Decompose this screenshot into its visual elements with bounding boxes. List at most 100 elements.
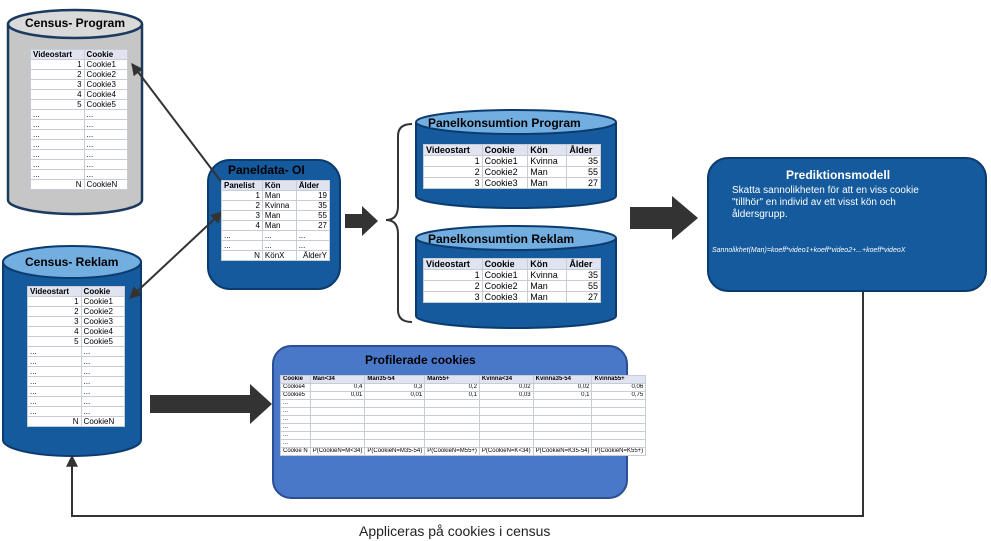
table-cell: ... [27, 386, 82, 397]
census-reklam-title: Census- Reklam [25, 255, 119, 269]
table-cell [309, 431, 366, 440]
table-cell: ÅlderY [295, 250, 331, 261]
table-header-cell: Cookie [80, 286, 126, 297]
table-header-cell: Cookie [481, 258, 529, 270]
table-row: ...... [27, 366, 126, 377]
table-cell [424, 415, 480, 424]
table-cell: ... [280, 431, 311, 440]
table-header-cell: Kvinna55+ [591, 375, 647, 384]
table-cell: Man [527, 177, 568, 189]
table-cell [364, 431, 426, 440]
table-cell: 4 [30, 89, 85, 100]
census-program-title: Census- Program [25, 16, 126, 30]
table-cell: 35 [295, 200, 331, 211]
table-cell [424, 399, 480, 408]
table-row: ...... [27, 346, 126, 357]
table-cell: 0,1 [424, 391, 480, 400]
table-cell: ... [83, 169, 129, 180]
table-cell: Cookie1 [80, 296, 126, 307]
table-cell [591, 415, 647, 424]
table-cell: 35 [566, 269, 601, 281]
table-cell: ... [30, 139, 85, 150]
table-row: ... [280, 415, 647, 424]
table-cell: 3 [27, 316, 82, 327]
table-cell: ... [83, 149, 129, 160]
prediktion-formula: Sannolikhet(Man)=koeff*video1+koeff*vide… [712, 247, 906, 254]
table-cell: 0,2 [424, 383, 480, 392]
table-cell: 3 [423, 177, 483, 189]
table-cell [478, 415, 534, 424]
table-cell [424, 439, 480, 448]
table-cell: P(CookieN=K<34) [478, 447, 534, 456]
table-cell: ... [27, 356, 82, 367]
table-cell [478, 431, 534, 440]
table-cell: 1 [423, 155, 483, 167]
table-cell: 0,1 [532, 391, 593, 400]
table-header-cell: Ålder [566, 258, 601, 270]
table-cell: ... [27, 376, 82, 387]
table-cell: Cookie2 [83, 69, 129, 80]
table-cell [424, 407, 480, 416]
table-cell: 0,3 [364, 383, 426, 392]
table-row: ...... [30, 169, 129, 180]
table-row: ... [280, 431, 647, 440]
table-cell: 3 [221, 210, 263, 221]
table-cell: ... [80, 376, 126, 387]
table-cell [591, 439, 647, 448]
table-cell: CookieN [80, 416, 126, 427]
table-cell: Cookie4 [83, 89, 129, 100]
table-cell: 2 [221, 200, 263, 211]
table-cell [364, 407, 426, 416]
table-cell [532, 407, 593, 416]
table-cell [532, 399, 593, 408]
table-cell: ... [30, 159, 85, 170]
table-cell: ... [80, 356, 126, 367]
table-row: ...... [30, 129, 129, 140]
table-cell: 0,75 [591, 391, 647, 400]
table-row: ...... [30, 149, 129, 160]
table-cell: Cookie3 [83, 79, 129, 90]
table-row: ... [280, 423, 647, 432]
table-cell: 5 [27, 336, 82, 347]
table-cell: ... [30, 119, 85, 130]
table-cell: 2 [423, 166, 483, 178]
table-cell: 55 [295, 210, 331, 221]
table-cell: ... [83, 109, 129, 120]
table-cell: ... [30, 169, 85, 180]
table-cell [309, 399, 366, 408]
table-cell: Man [261, 190, 297, 201]
prediktion-title: Prediktionsmodell [786, 168, 891, 182]
table-row: ... [280, 439, 647, 448]
table-cell: P(CookieN=M35-54) [364, 447, 426, 456]
table-cell: 35 [566, 155, 601, 167]
table-cell: 27 [566, 291, 601, 303]
table-cell: 3 [423, 291, 483, 303]
table-row: ... [280, 407, 647, 416]
arrow-reklam-to-profilerade [150, 384, 272, 424]
table-cell: Cookie5 [83, 99, 129, 110]
table-header-cell: Man35-54 [364, 375, 426, 384]
table-cell: Cookie4 [80, 326, 126, 337]
table-cell [532, 439, 593, 448]
table-cell: 0,06 [591, 383, 647, 392]
table-cell: ... [80, 366, 126, 377]
table-cell [364, 399, 426, 408]
table-header-cell: Videostart [423, 258, 483, 270]
paneldata-title: Paneldata- OI [228, 163, 305, 177]
